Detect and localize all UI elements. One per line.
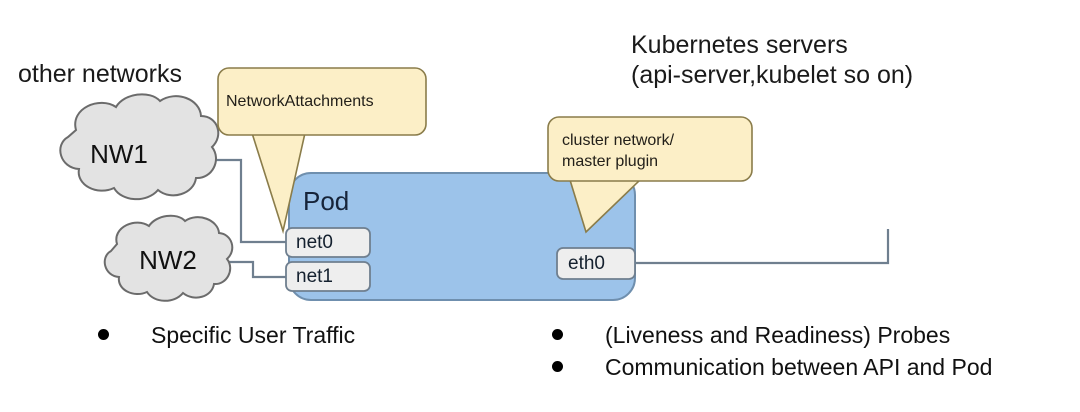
interface-boxes	[285, 227, 636, 292]
bullet-dot-icon	[552, 329, 563, 340]
bullet-item-right-1: Communication between API and Pod	[552, 354, 992, 381]
interface-label-net1: net1	[296, 266, 333, 287]
bullet-dot-icon	[552, 361, 563, 372]
bullet-label: Specific User Traffic	[151, 322, 356, 348]
bullet-dot-icon	[98, 329, 109, 340]
interface-box-net1	[285, 261, 371, 292]
callout-cluster-network-shape	[547, 116, 753, 234]
cloud-label-nw2: NW2	[139, 245, 197, 275]
connector-nw1-net0	[196, 158, 292, 244]
callout-cluster-network-label: cluster network/ master plugin	[562, 132, 675, 170]
pod-label: Pod	[303, 186, 350, 216]
callout-network-attachments-shape	[217, 67, 427, 235]
callout-network-attachments-label: NetworkAttachments	[226, 93, 374, 110]
cloud-nw2	[103, 214, 234, 302]
interface-label-eth0: eth0	[568, 253, 605, 274]
interface-box-eth0	[556, 247, 636, 280]
other-networks-label: other networks	[18, 60, 182, 88]
bullet-item-right-0: (Liveness and Readiness) Probes	[552, 322, 950, 349]
cloud-nw1	[59, 93, 220, 201]
connector-eth0-apiserver	[634, 229, 890, 265]
bullet-item-left-0: Specific User Traffic	[98, 322, 355, 349]
interface-label-net0: net0	[296, 232, 333, 253]
connector-nw2-net1	[224, 260, 292, 279]
connector-lines	[196, 158, 890, 279]
bullet-label: (Liveness and Readiness) Probes	[605, 322, 951, 348]
page-title-line2: (api-server,kubelet so on)	[631, 61, 914, 89]
interface-box-net0	[285, 227, 371, 258]
page-title-line1: Kubernetes servers	[631, 31, 848, 59]
cloud-label-nw1: NW1	[90, 139, 148, 169]
bullet-label: Communication between API and Pod	[605, 354, 993, 380]
